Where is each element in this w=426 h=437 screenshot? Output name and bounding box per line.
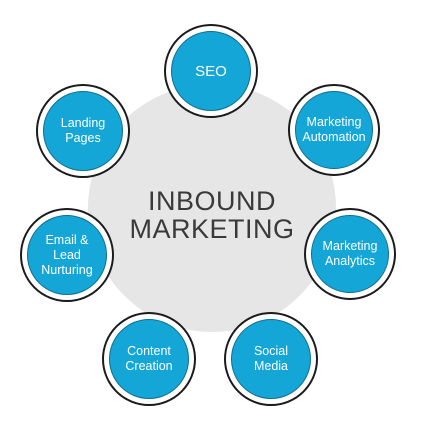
node-email-lead-nurturing-label: Email & Lead Nurturing xyxy=(41,232,93,277)
node-content-creation-label: Content Creation xyxy=(125,344,173,373)
node-marketing-analytics-fill: Marketing Analytics xyxy=(311,215,389,293)
node-social-media-fill: Social Media xyxy=(231,319,311,399)
node-content-creation-fill: Content Creation xyxy=(109,319,189,399)
node-marketing-analytics: Marketing Analytics xyxy=(304,208,396,300)
node-email-lead-nurturing: Email & Lead Nurturing xyxy=(20,208,114,302)
node-landing-pages-fill: Landing Pages xyxy=(43,91,123,171)
node-seo-fill: SEO xyxy=(171,31,251,111)
node-content-creation: Content Creation xyxy=(102,312,196,406)
node-seo-label: SEO xyxy=(195,62,227,80)
node-seo: SEO xyxy=(164,24,258,118)
node-landing-pages-label: Landing Pages xyxy=(60,116,106,145)
node-marketing-automation-label: Marketing Automation xyxy=(302,115,366,144)
node-social-media-label: Social Media xyxy=(253,344,289,373)
node-marketing-analytics-label: Marketing Analytics xyxy=(322,239,378,268)
hub-title-line-1: INBOUND xyxy=(147,186,276,216)
node-landing-pages: Landing Pages xyxy=(36,84,130,178)
node-marketing-automation: Marketing Automation xyxy=(288,84,380,176)
node-social-media: Social Media xyxy=(224,312,318,406)
hub-title: INBOUND MARKETING xyxy=(88,187,336,243)
hub-title-line-2: MARKETING xyxy=(129,214,295,244)
node-marketing-automation-fill: Marketing Automation xyxy=(295,91,373,169)
node-email-lead-nurturing-fill: Email & Lead Nurturing xyxy=(27,215,107,295)
